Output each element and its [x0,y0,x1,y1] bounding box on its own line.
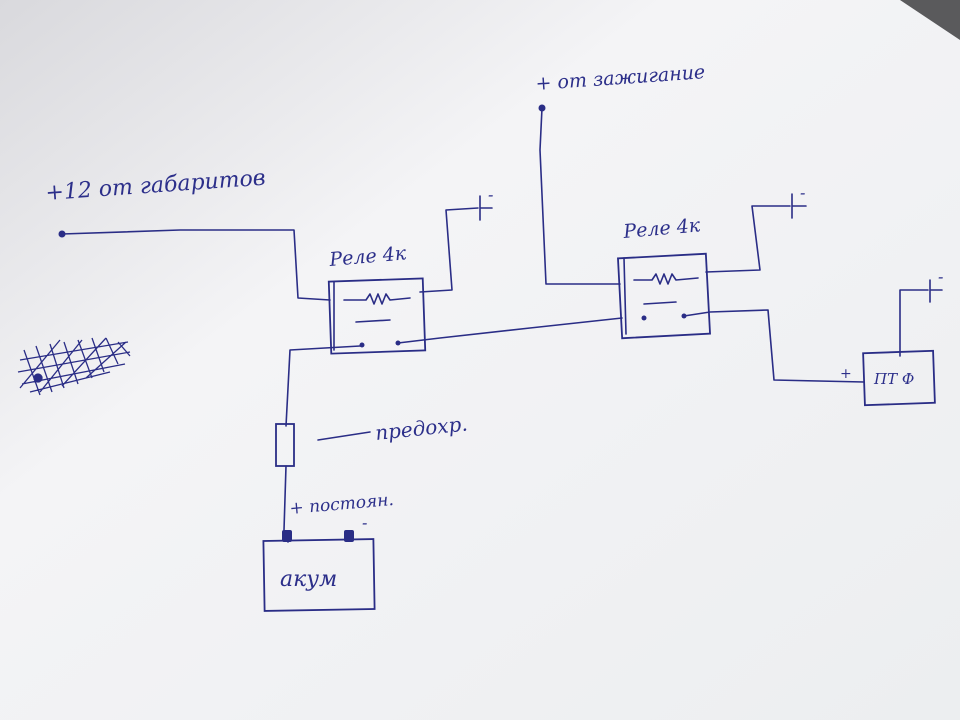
wire-relay1-ground [419,207,479,293]
fuse-leader [317,431,371,441]
fog-lights [862,349,936,407]
scribble-mark [17,337,131,396]
relay1-switch [355,319,391,323]
fuse [275,423,295,467]
wire-relay1-fuse [285,345,361,427]
wire-relay2-fog [683,309,865,383]
ground1-symbol [479,195,493,221]
relay-2 [617,252,711,340]
label-battery: акум [280,567,337,592]
wire-plus12 [61,229,331,301]
relay1-coil [343,293,411,305]
label-ground-2: - [800,183,805,202]
ground3-symbol [929,279,943,303]
battery [262,530,376,612]
wire-fog-ground [899,289,929,357]
relay2-coil [633,273,699,285]
label-fog: ПТ Ф [873,370,914,388]
wire-relay2-ground [705,205,791,273]
ground2-symbol [791,193,807,219]
relay-1 [327,277,427,355]
label-ground-3: - [938,267,943,286]
wire-ignition [539,107,621,285]
label-battery-minus: - [362,513,367,532]
relay2-switch [643,301,677,305]
wire-relay1-relay2 [397,317,623,344]
label-ground-1: - [488,185,493,204]
label-fog-plus: + [840,366,852,382]
